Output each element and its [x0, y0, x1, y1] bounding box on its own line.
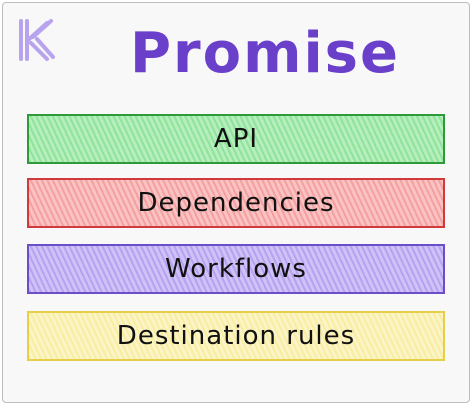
box-label-workflows: Workflows: [165, 254, 307, 284]
box-label-destination-rules: Destination rules: [116, 321, 356, 351]
box-label-dependencies: Dependencies: [137, 188, 335, 218]
page-title: Promise: [130, 21, 400, 86]
box-api: API: [27, 114, 445, 164]
box-workflows: Workflows: [27, 244, 445, 294]
box-dependencies: Dependencies: [27, 178, 445, 228]
k-letter-logo-icon: [19, 19, 55, 61]
box-label-api: API: [213, 124, 259, 154]
box-destination-rules: Destination rules: [27, 311, 445, 361]
